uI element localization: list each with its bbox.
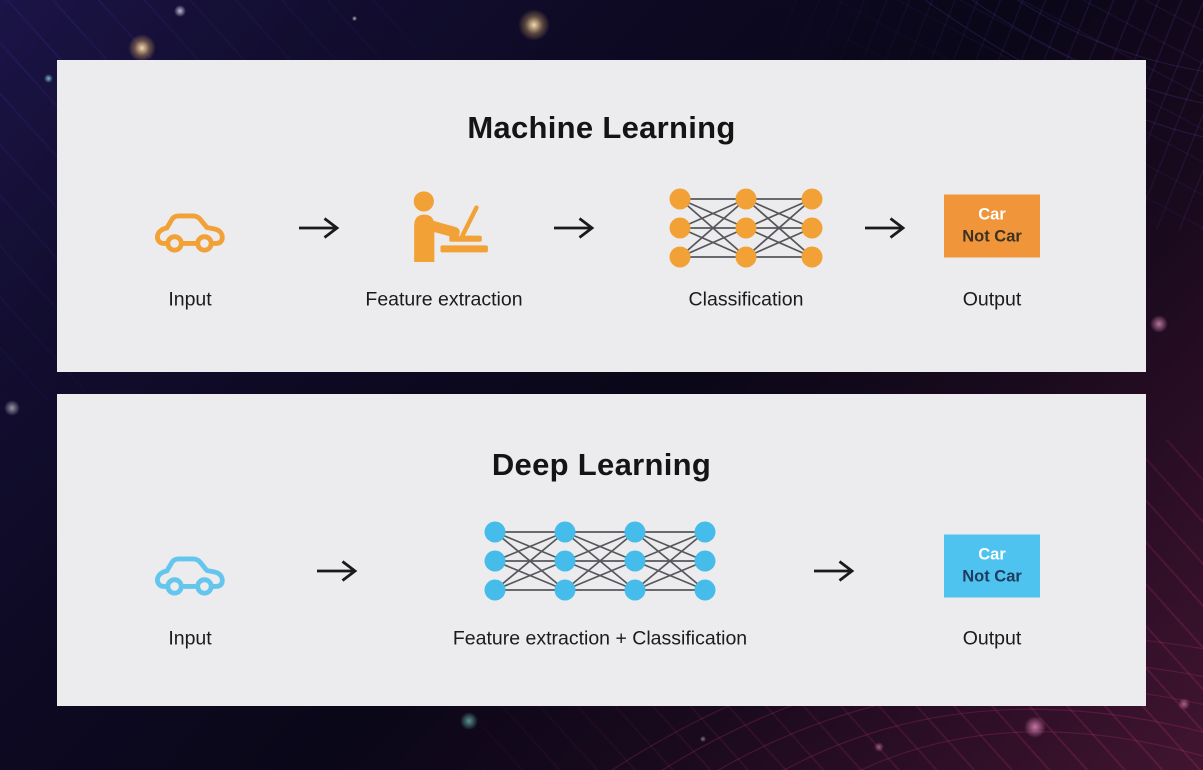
arrow-icon: [315, 558, 361, 584]
glow-dot: [44, 74, 53, 83]
glow-dot: [1024, 716, 1046, 738]
machine-learning-panel: Machine Learning: [57, 60, 1146, 372]
machine-learning-title: Machine Learning: [467, 110, 736, 145]
output-box-line-car: Car: [978, 205, 1006, 224]
output-box-line-not-car: Not Car: [962, 567, 1022, 585]
deep-neural-network-icon: [483, 520, 717, 602]
deep-learning-panel: Deep Learning Car Not: [57, 394, 1146, 706]
glow-dot: [460, 712, 478, 730]
label-output: Output: [962, 288, 1022, 311]
glow-dot: [4, 400, 20, 416]
glow-dot: [700, 736, 706, 742]
glow-dot: [1150, 315, 1168, 333]
arrow-icon: [297, 215, 343, 241]
label-feature-extraction: Feature extraction: [365, 288, 523, 311]
person-laptop-icon: [400, 190, 488, 262]
neural-network-icon: [668, 187, 824, 269]
output-box: Car Not Car: [944, 194, 1040, 258]
glow-dot: [1178, 698, 1190, 710]
arrow-icon: [863, 215, 909, 241]
glow-dot: [128, 34, 156, 62]
glow-dot: [518, 9, 550, 41]
label-input: Input: [168, 288, 212, 311]
output-box-line-car: Car: [978, 545, 1006, 564]
feature-extraction-icon: [413, 191, 488, 262]
label-output: Output: [962, 627, 1022, 650]
glow-dot: [352, 16, 357, 21]
car-icon: [155, 556, 225, 596]
car-icon: [155, 213, 225, 253]
arrow-icon: [812, 558, 858, 584]
arrow-icon: [552, 215, 598, 241]
label-feature-extraction-classification: Feature extraction + Classification: [452, 627, 748, 650]
car-input-icon: [151, 201, 229, 255]
label-classification: Classification: [688, 288, 804, 311]
car-input-icon: [151, 544, 229, 598]
glow-dot: [874, 742, 884, 752]
glow-dot: [174, 5, 186, 17]
output-box: Car Not Car: [944, 534, 1040, 598]
deep-learning-title: Deep Learning: [491, 447, 712, 482]
output-box-line-not-car: Not Car: [962, 227, 1022, 245]
label-input: Input: [168, 627, 212, 650]
